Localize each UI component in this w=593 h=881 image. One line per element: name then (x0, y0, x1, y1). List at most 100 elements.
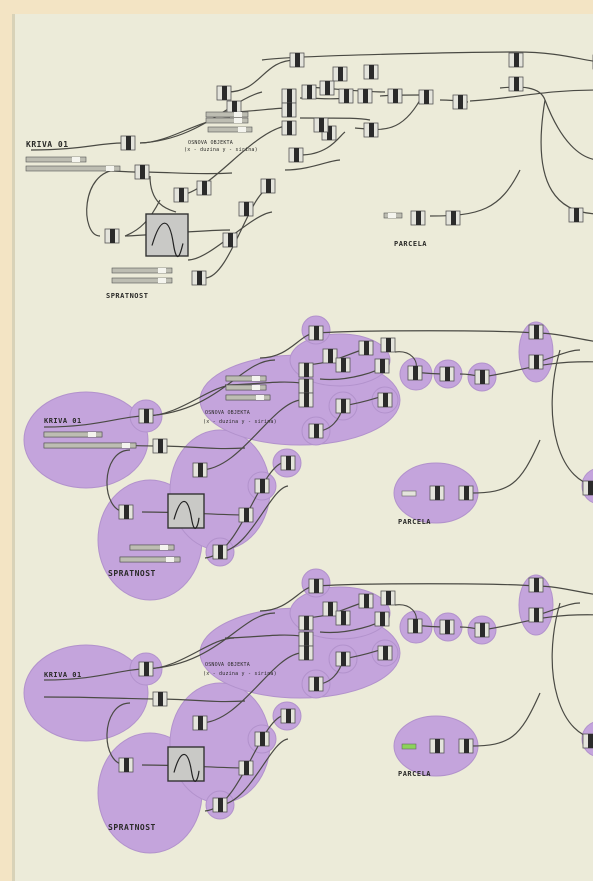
slider-track (225, 375, 267, 382)
component-node (192, 462, 208, 478)
panel-3-nodes (118, 577, 593, 813)
node-core (386, 338, 391, 352)
node-core (363, 89, 368, 103)
wire (540, 99, 593, 215)
node-core (416, 211, 421, 225)
component-node (289, 52, 305, 68)
node-core (218, 798, 223, 812)
number-slider (111, 267, 173, 274)
node-core (304, 363, 309, 377)
wire (226, 59, 297, 93)
node-core (287, 89, 292, 103)
component-node (335, 651, 351, 667)
label-kriva-01: KRIVA 01 (44, 417, 82, 425)
wire (145, 359, 276, 417)
label-osnova-objekta: OSNOVA OBJEKTA (188, 140, 233, 146)
wire (429, 169, 521, 217)
component-node (308, 578, 324, 594)
component-node (298, 631, 314, 647)
node-core (588, 481, 593, 495)
component-node (374, 358, 390, 374)
number-slider (119, 556, 181, 563)
wire (149, 175, 177, 213)
slider-knob (256, 395, 264, 400)
node-core (314, 579, 319, 593)
component-node (410, 210, 426, 226)
node-core (534, 608, 539, 622)
component-node (298, 378, 314, 394)
node-core (304, 616, 309, 630)
component-node (358, 340, 374, 356)
component-node (238, 507, 254, 523)
component-node (298, 645, 314, 661)
wire (43, 415, 147, 428)
number-slider (225, 384, 267, 391)
component-node (118, 757, 134, 773)
component-node (528, 324, 544, 340)
node-core (344, 89, 349, 103)
node-core (218, 545, 223, 559)
node-core (383, 393, 388, 407)
number-slider (43, 442, 137, 449)
component-node (226, 100, 242, 116)
wire (145, 612, 276, 670)
node-core (314, 677, 319, 691)
node-core (295, 53, 300, 67)
component-node (528, 354, 544, 370)
wire (86, 169, 119, 237)
component-node (528, 607, 544, 623)
node-core (328, 602, 333, 616)
number-slider (25, 165, 121, 172)
node-core (110, 229, 115, 243)
node-core (179, 188, 184, 202)
component-node (418, 89, 434, 105)
node-core (144, 409, 149, 423)
component-node (528, 577, 544, 593)
node-core (325, 81, 330, 95)
label-spratnost: SPRATNOST (108, 569, 156, 578)
slider-track (225, 394, 271, 401)
node-core (126, 136, 131, 150)
node-core (260, 479, 265, 493)
component-node (138, 661, 154, 677)
component-node (281, 88, 297, 104)
node-core (338, 67, 343, 81)
component-node (152, 438, 168, 454)
slider-track (205, 117, 249, 124)
component-node (335, 610, 351, 626)
node-core (198, 463, 203, 477)
node-core (380, 359, 385, 373)
component-node (308, 423, 324, 439)
graph-curve (173, 500, 200, 530)
label-osnova-dimensions: (x - duzina y - sirina) (203, 671, 277, 677)
label-parcela: PARCELA (398, 518, 432, 526)
node-core (228, 233, 233, 247)
node-core (304, 632, 309, 646)
panel-3-sliders (43, 375, 417, 750)
number-slider (383, 212, 403, 219)
component-node (335, 357, 351, 373)
label-spratnost: SPRATNOST (106, 292, 149, 300)
slider-track (207, 126, 253, 133)
graph-curve (151, 222, 184, 258)
component-node (254, 478, 270, 494)
component-node (582, 733, 593, 749)
node-core (341, 611, 346, 625)
component-node (238, 201, 254, 217)
node-core (424, 90, 429, 104)
wire (199, 399, 301, 471)
slider-knob (234, 118, 242, 123)
number-slider (111, 277, 173, 284)
node-core (588, 734, 593, 748)
node-core (158, 439, 163, 453)
node-core (534, 578, 539, 592)
number-slider (129, 544, 175, 551)
number-slider (205, 117, 249, 124)
node-core (314, 326, 319, 340)
node-core (451, 211, 456, 225)
slider-knob (252, 385, 260, 390)
slider-knob (72, 157, 80, 162)
slider-knob (166, 557, 174, 562)
wire (224, 634, 301, 639)
slider-knob (158, 268, 166, 273)
